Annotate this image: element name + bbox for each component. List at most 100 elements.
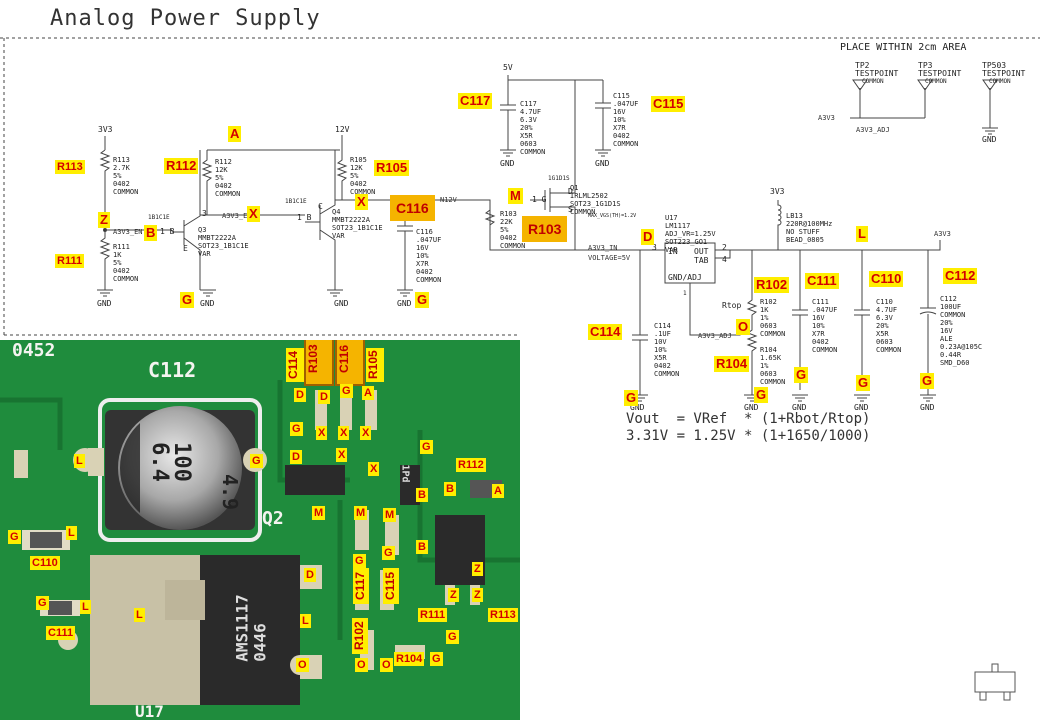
gnd-c117: GND	[500, 159, 515, 168]
tag-g1: G	[180, 292, 195, 308]
c117-label: C117 4.7UF 6.3V 20% X5R 0603 COMMON	[520, 100, 546, 156]
tag-g6b: G	[920, 373, 935, 389]
net-a3v3-tp: A3V3	[818, 114, 835, 122]
net-a3v3-en: A3V3_EN	[113, 228, 143, 236]
testpoint-tp503-desc: TESTPOINT	[982, 69, 1026, 78]
net-5v: 5V	[503, 63, 513, 72]
u17-label: U17 LM1117 ADJ_VR=1.25V SOT223_GO1 VAR	[665, 214, 716, 254]
photo-tag-g8: G	[36, 596, 49, 610]
rtop-label: Rtop	[722, 301, 742, 310]
tag-g6: G	[856, 375, 871, 391]
photo-tag-c116: C116	[335, 340, 365, 386]
cap-marking-2: 4.9	[218, 473, 243, 511]
q4-base-pin: 1 B	[297, 213, 312, 222]
gnd-q3: GND	[200, 299, 215, 308]
tag-r113: R113	[55, 160, 85, 174]
c114-label: C114 .1UF 10V 10% X5R 0402 COMMON	[654, 322, 680, 378]
gnd-r111: GND	[97, 299, 112, 308]
photo-tag-b1: B	[416, 488, 428, 502]
photo-tag-a1: A	[362, 386, 374, 400]
tag-x1: X	[355, 194, 368, 210]
net-a3v3-adj-tp: A3V3_ADJ	[856, 126, 890, 134]
testpoint-tp2-note: COMMON	[862, 78, 884, 85]
photo-tag-g3: G	[420, 440, 433, 454]
tag-r102: R102	[754, 277, 790, 293]
tag-a: A	[228, 126, 242, 142]
testpoint-tp503-note: COMMON	[989, 78, 1011, 85]
r105-label: R105 12K 5% 0402 COMMON	[350, 156, 376, 196]
photo-tag-r102: R102	[352, 618, 368, 654]
net-gnd-tp: GND	[982, 135, 997, 144]
regulator-marking: AMS1117 0446	[232, 594, 270, 662]
cap-marking: 100 6.4	[146, 442, 194, 482]
r103-label: R103 22K 5% 0402 COMMON	[500, 210, 526, 250]
formula-line-1: Vout = VRef * (1+Rbot/Rtop)	[626, 411, 871, 427]
place-note: PLACE WITHIN 2cm AREA	[840, 42, 967, 53]
net-n12v: N12V	[440, 196, 457, 204]
testpoint-tp503-ref: TP503	[982, 61, 1007, 70]
photo-tag-g10: G	[430, 652, 443, 666]
sot23-footprint-icon	[974, 663, 1016, 701]
photo-tag-x4: X	[336, 448, 348, 462]
q3-base-pin: 1 B	[160, 227, 175, 236]
net-a3v3-in: A3V3_IN	[588, 244, 618, 252]
silk-0452: 0452	[12, 340, 56, 361]
silk-u17: U17	[135, 702, 164, 720]
tag-r112: R112	[164, 158, 199, 174]
photo-tag-z1: Z	[472, 562, 483, 576]
tag-c116: C116	[390, 195, 435, 221]
tag-x2: X	[247, 206, 260, 222]
q4-tag: 1B1C1E	[285, 198, 307, 205]
photo-tag-l4: L	[134, 608, 145, 622]
photo-tag-m2: M	[354, 506, 368, 520]
u17-pin-3: 3	[652, 243, 657, 252]
net-a3v3: A3V3	[934, 230, 951, 238]
gnd-q4: GND	[334, 299, 349, 308]
tag-b: B	[144, 225, 158, 241]
photo-tag-g7: G	[353, 554, 366, 568]
tag-c117: C117	[458, 93, 493, 109]
u17-pin-4: 4	[722, 255, 727, 264]
photo-tag-g9: G	[446, 630, 459, 644]
q3-label: Q3 MMBT2222A SOT23_1B1C1E VAR	[198, 226, 249, 258]
photo-tag-r104: R104	[394, 652, 425, 666]
photo-tag-g1: G	[340, 384, 353, 398]
photo-tag-d1: D	[294, 388, 306, 402]
q1-tag2: MAX_VGS(TH)=1.2V	[588, 213, 637, 219]
q1-label: Q1 IRLML2502 SOT23_1G1D1S COMMON	[570, 184, 621, 216]
photo-tag-g5: G	[8, 530, 21, 544]
tag-r111: R111	[55, 254, 85, 268]
gnd-c116: GND	[397, 299, 412, 308]
photo-tag-d3: D	[290, 450, 302, 464]
page-title: Analog Power Supply	[50, 6, 321, 31]
pcb-photo: 0452 C112 Q2 U17 100 6.4 4.9 AMS1117 044…	[0, 340, 520, 720]
tag-g2: G	[415, 292, 430, 308]
photo-tag-r111: R111	[418, 608, 448, 622]
silk-q2: Q2	[262, 508, 284, 529]
formula-line-2: 3.31V = 1.25V * (1+1650/1000)	[626, 428, 871, 444]
photo-tag-x2: X	[338, 426, 350, 440]
q1-tag: 1G1D1S	[548, 175, 570, 182]
gnd-c111: GND	[792, 403, 807, 412]
net-12v: 12V	[335, 125, 350, 134]
photo-tag-c115: C115	[383, 568, 399, 604]
photo-tag-r103: R103	[304, 340, 334, 386]
tag-o: O	[736, 319, 751, 335]
photo-tag-g2: G	[290, 422, 303, 436]
gnd-c114: GND	[630, 403, 645, 412]
tag-d: D	[641, 229, 655, 245]
photo-tag-c111: C111	[46, 626, 76, 640]
photo-tag-g4: G	[250, 454, 263, 468]
photo-tag-b3: B	[416, 540, 428, 554]
silk-c112: C112	[148, 358, 197, 382]
lb13-label: LB13 220R@100MHz NO STUFF BEAD_0805	[786, 212, 833, 244]
testpoint-tp2-desc: TESTPOINT	[855, 69, 899, 78]
photo-tag-l3: L	[80, 600, 91, 614]
net-voltage: VOLTAGE=5V	[588, 254, 631, 262]
photo-tag-x1: X	[316, 426, 328, 440]
c115-label: C115 .047UF 16V 10% X7R 0402 COMMON	[613, 92, 639, 148]
u17-out-pin: OUT	[694, 247, 709, 256]
net-3v3-lb13: 3V3	[770, 187, 785, 196]
q3-emitter-pin: E	[183, 244, 188, 253]
